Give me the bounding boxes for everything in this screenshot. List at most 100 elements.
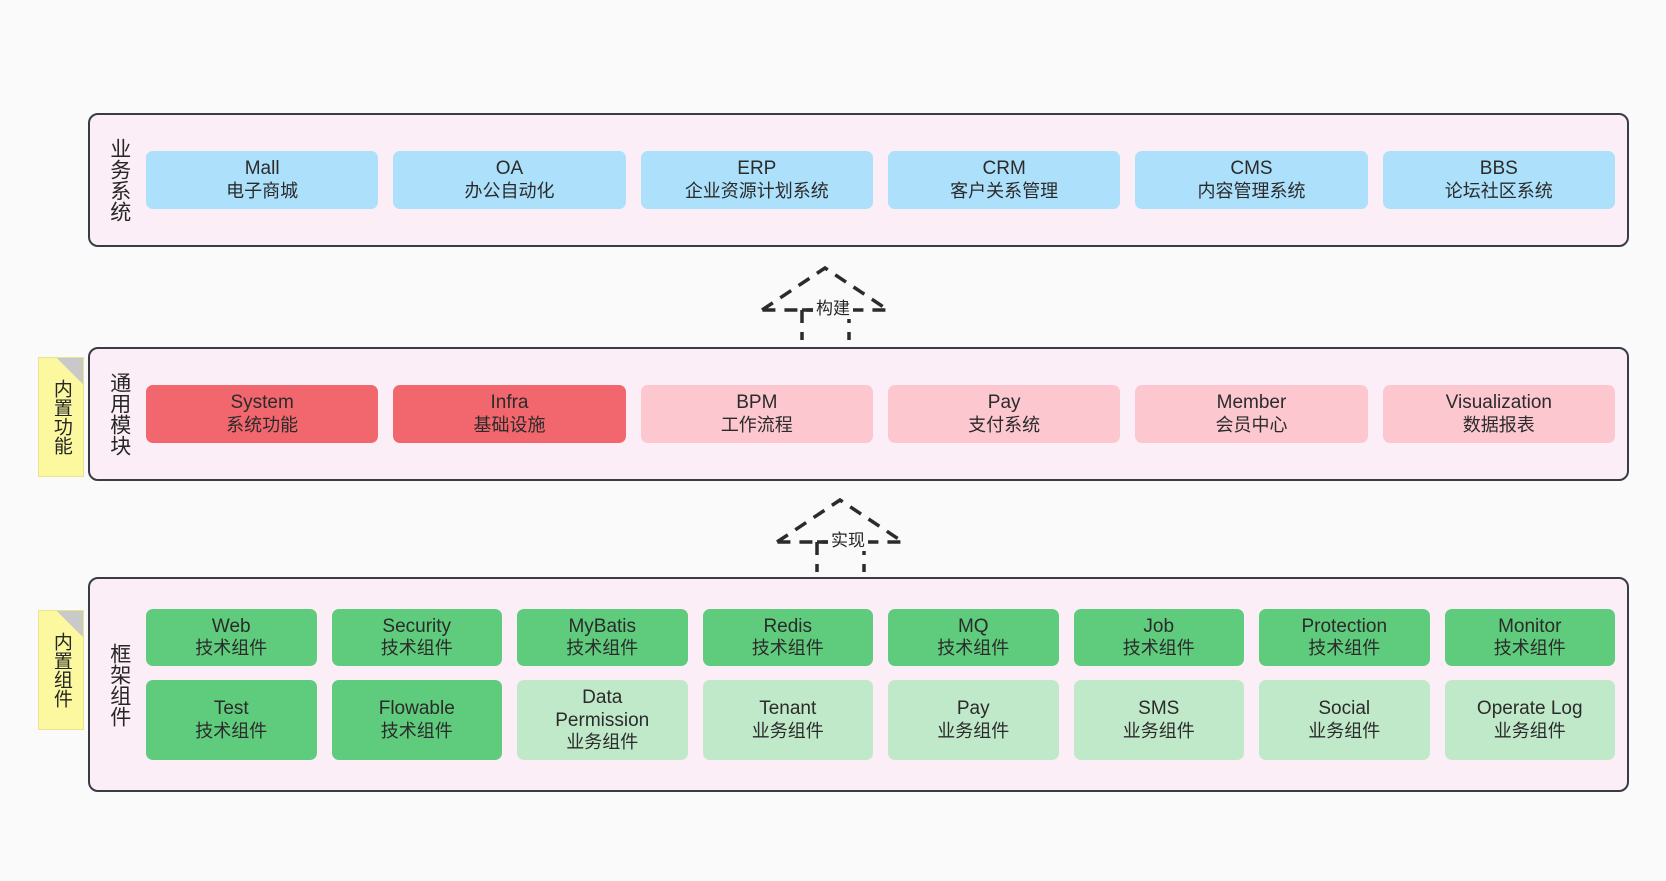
card-subtitle: 客户关系管理 bbox=[950, 180, 1059, 201]
component-card-security[interactable]: Security 技术组件 bbox=[331, 608, 502, 666]
card-subtitle: 技术组件 bbox=[937, 637, 1010, 658]
card-subtitle: 业务组件 bbox=[1308, 720, 1381, 741]
card-title: ERP bbox=[737, 158, 777, 180]
layer-title-common-modules: 通用模块 bbox=[107, 372, 131, 456]
generalization-arrowhead-icon bbox=[771, 497, 909, 544]
card-title: System bbox=[230, 392, 294, 414]
card-subtitle: 系统功能 bbox=[226, 414, 299, 435]
sticky-note-label: 内置功能 bbox=[50, 379, 72, 455]
card-subtitle: 内容管理系统 bbox=[1197, 180, 1306, 201]
component-card-cms[interactable]: CMS 内容管理系统 bbox=[1135, 151, 1368, 209]
card-title: Security bbox=[382, 615, 452, 637]
card-title: Web bbox=[211, 615, 251, 637]
card-title: SMS bbox=[1138, 698, 1180, 720]
card-subtitle: 技术组件 bbox=[751, 637, 824, 658]
card-title: Pay bbox=[956, 698, 990, 720]
card-subtitle: 企业资源计划系统 bbox=[684, 180, 829, 201]
component-card-flowable[interactable]: Flowable 技术组件 bbox=[331, 679, 502, 761]
card-subtitle: 业务组件 bbox=[751, 720, 824, 741]
component-card-monitor[interactable]: Monitor 技术组件 bbox=[1444, 608, 1615, 666]
sticky-note-builtin-components: 内置组件 bbox=[38, 610, 84, 730]
card-subtitle: 技术组件 bbox=[1493, 637, 1566, 658]
component-card-protection[interactable]: Protection 技术组件 bbox=[1259, 608, 1430, 666]
card-title: MQ bbox=[957, 615, 989, 637]
card-title: Job bbox=[1143, 615, 1175, 637]
module-card-pay[interactable]: Pay 支付系统 bbox=[887, 385, 1121, 443]
card-subtitle: 业务组件 bbox=[937, 720, 1010, 741]
card-subtitle: 技术组件 bbox=[380, 720, 453, 741]
layer-body-business-systems: Mall 电子商城 OA 办公自动化 ERP 企业资源计划系统 CRM 客户关系… bbox=[136, 125, 1615, 235]
card-title: Infra bbox=[490, 392, 529, 414]
card-title: Test bbox=[213, 698, 249, 720]
component-card-pay[interactable]: Pay 业务组件 bbox=[888, 679, 1059, 761]
card-subtitle: 业务组件 bbox=[1493, 720, 1566, 741]
card-subtitle: 论坛社区系统 bbox=[1444, 180, 1553, 201]
layer-common-modules: 通用模块 System 系统功能 Infra 基础设施 BPM 工作流程 Pay… bbox=[88, 347, 1629, 481]
component-card-web[interactable]: Web 技术组件 bbox=[146, 608, 317, 666]
component-card-tenant[interactable]: Tenant 业务组件 bbox=[702, 679, 873, 761]
card-subtitle: 技术组件 bbox=[566, 637, 639, 658]
component-card-oa[interactable]: OA 办公自动化 bbox=[393, 151, 626, 209]
card-title: CRM bbox=[982, 158, 1026, 180]
card-subtitle: 技术组件 bbox=[195, 637, 268, 658]
card-title: CMS bbox=[1230, 158, 1273, 180]
card-subtitle: 业务组件 bbox=[1122, 720, 1195, 741]
card-title: Protection bbox=[1301, 615, 1388, 637]
card-title: BPM bbox=[736, 392, 778, 414]
card-subtitle: 技术组件 bbox=[195, 720, 268, 741]
card-title: Tenant bbox=[759, 698, 817, 720]
card-title: Monitor bbox=[1498, 615, 1562, 637]
card-title: Visualization bbox=[1445, 392, 1552, 414]
card-title: Mall bbox=[244, 158, 280, 180]
module-card-infra[interactable]: Infra 基础设施 bbox=[393, 385, 626, 443]
layer-title-business-systems: 业务系统 bbox=[107, 138, 131, 222]
card-subtitle: 技术组件 bbox=[380, 637, 453, 658]
component-row: Mall 电子商城 OA 办公自动化 ERP 企业资源计划系统 CRM 客户关系… bbox=[146, 151, 1615, 209]
card-subtitle: 数据报表 bbox=[1462, 414, 1535, 435]
connector-implement: 实现 bbox=[771, 494, 922, 572]
sticky-note-builtin-features: 内置功能 bbox=[38, 357, 84, 477]
component-card-test[interactable]: Test 技术组件 bbox=[146, 679, 317, 761]
card-subtitle: 工作流程 bbox=[720, 414, 793, 435]
connector-label-build: 构建 bbox=[813, 294, 853, 319]
component-card-bbs[interactable]: BBS 论坛社区系统 bbox=[1382, 151, 1615, 209]
connector-build: 构建 bbox=[756, 262, 907, 340]
module-card-bpm[interactable]: BPM 工作流程 bbox=[640, 385, 873, 443]
card-subtitle: 支付系统 bbox=[968, 414, 1041, 435]
card-title: OA bbox=[495, 158, 524, 180]
card-title: BBS bbox=[1479, 158, 1518, 180]
card-title: MyBatis bbox=[568, 615, 637, 637]
card-subtitle: 会员中心 bbox=[1215, 414, 1288, 435]
layer-body-common-modules: System 系统功能 Infra 基础设施 BPM 工作流程 Pay 支付系统… bbox=[136, 359, 1615, 469]
card-subtitle: 技术组件 bbox=[1308, 637, 1381, 658]
module-card-system[interactable]: System 系统功能 bbox=[146, 385, 379, 443]
card-subtitle: 电子商城 bbox=[226, 180, 299, 201]
component-card-data-permission[interactable]: Data Permission 业务组件 bbox=[517, 679, 688, 761]
card-subtitle: 业务组件 bbox=[566, 732, 639, 753]
generalization-arrowhead-icon bbox=[756, 265, 894, 312]
module-card-visualization[interactable]: Visualization 数据报表 bbox=[1382, 385, 1615, 443]
component-card-mybatis[interactable]: MyBatis 技术组件 bbox=[517, 608, 688, 666]
component-card-erp[interactable]: ERP 企业资源计划系统 bbox=[640, 151, 873, 209]
card-title: Redis bbox=[763, 615, 813, 637]
component-card-job[interactable]: Job 技术组件 bbox=[1073, 608, 1244, 666]
layer-body-framework-components: Web 技术组件 Security 技术组件 MyBatis 技术组件 Redi… bbox=[136, 589, 1615, 780]
card-subtitle: 基础设施 bbox=[473, 414, 546, 435]
component-row: System 系统功能 Infra 基础设施 BPM 工作流程 Pay 支付系统… bbox=[146, 385, 1615, 443]
component-card-sms[interactable]: SMS 业务组件 bbox=[1073, 679, 1244, 761]
component-card-crm[interactable]: CRM 客户关系管理 bbox=[887, 151, 1121, 209]
module-card-member[interactable]: Member 会员中心 bbox=[1135, 385, 1368, 443]
card-subtitle: 技术组件 bbox=[1122, 637, 1195, 658]
layer-title-framework-components: 框架组件 bbox=[107, 642, 131, 727]
component-card-social[interactable]: Social 业务组件 bbox=[1259, 679, 1430, 761]
component-card-mall[interactable]: Mall 电子商城 bbox=[146, 151, 379, 209]
layer-framework-components: 框架组件 Web 技术组件 Security 技术组件 MyBatis 技术组件… bbox=[88, 577, 1629, 792]
component-card-operate-log[interactable]: Operate Log 业务组件 bbox=[1444, 679, 1615, 761]
card-title: Operate Log bbox=[1476, 698, 1583, 720]
layer-business-systems: 业务系统 Mall 电子商城 OA 办公自动化 ERP 企业资源计划系统 CRM… bbox=[88, 113, 1629, 247]
card-title: Social bbox=[1318, 698, 1371, 720]
component-card-mq[interactable]: MQ 技术组件 bbox=[888, 608, 1059, 666]
connector-label-implement: 实现 bbox=[828, 526, 868, 551]
card-title: Member bbox=[1216, 392, 1287, 414]
component-card-redis[interactable]: Redis 技术组件 bbox=[702, 608, 873, 666]
